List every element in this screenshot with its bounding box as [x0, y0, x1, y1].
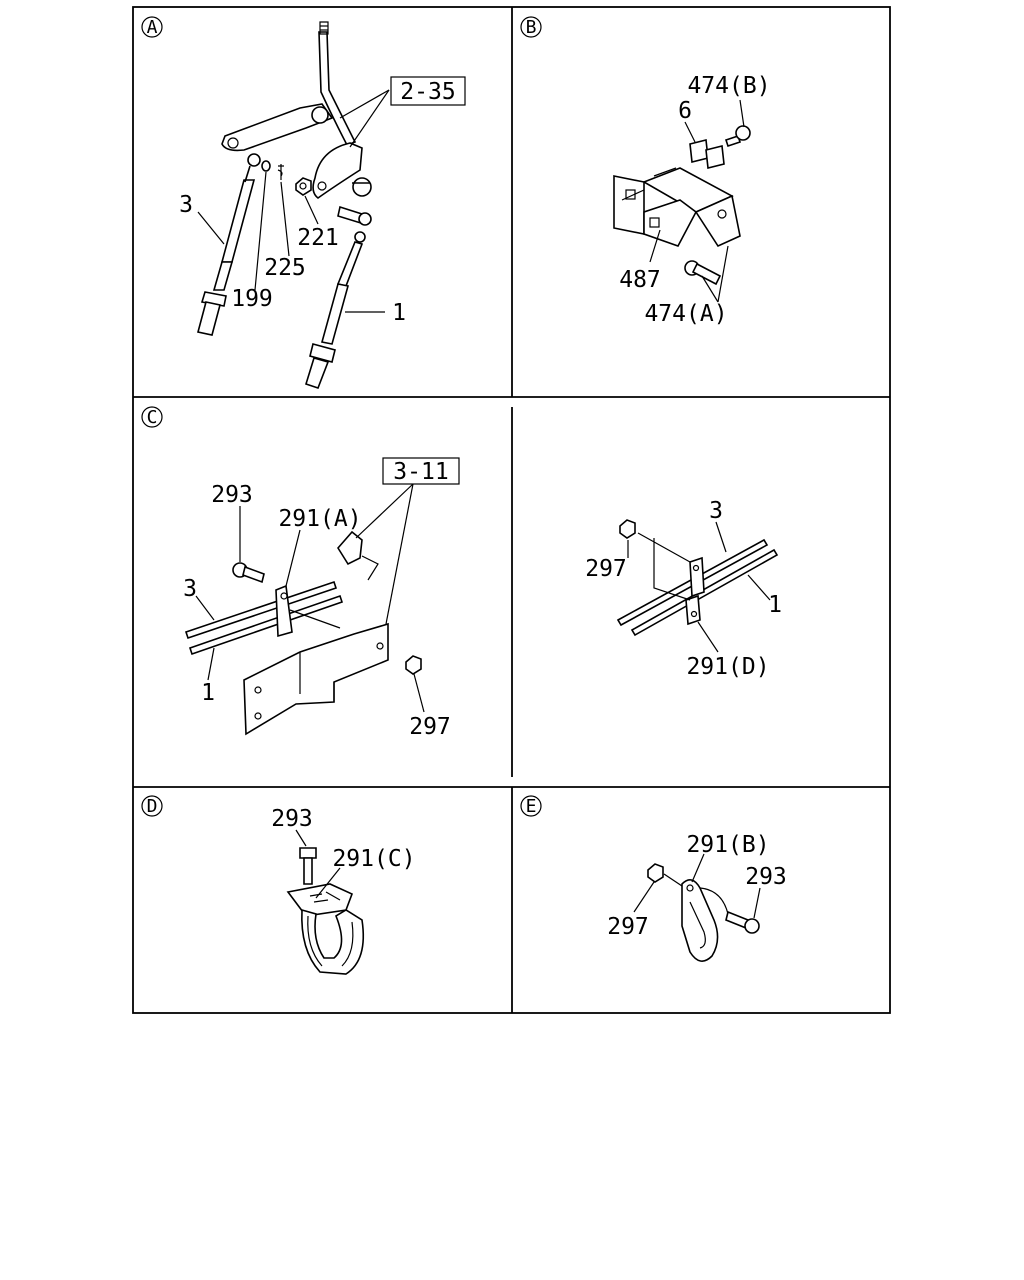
section-d-letter: D	[147, 796, 158, 817]
diagram-grid	[132, 6, 891, 1014]
label-291b: 291(B)	[686, 832, 769, 858]
leaders-c2	[627, 521, 771, 653]
label-c-297: 297	[409, 714, 451, 740]
label-6: 6	[678, 98, 692, 124]
label-291d: 291(D)	[686, 654, 769, 680]
bolt-474a	[684, 260, 722, 286]
small-parts-a	[261, 160, 312, 196]
leaders-e	[633, 853, 761, 919]
section-e-letter: E	[526, 796, 537, 817]
bolt-474b	[724, 125, 751, 148]
section-a-letter: A	[147, 17, 158, 38]
label-a-1: 1	[392, 300, 406, 326]
cable-3	[197, 153, 261, 336]
leaders-a	[197, 89, 390, 313]
clamp-291b	[681, 879, 729, 962]
labels-b: 474(B) 6 487 474(A)	[619, 73, 770, 327]
cable-1	[305, 231, 366, 390]
labels-e: 291(B) 293 297	[607, 832, 787, 940]
label-221: 221	[297, 225, 339, 251]
labels-c: 3-11 293 291(A) 3 1 297	[183, 457, 460, 740]
section-c-marker: C	[141, 406, 163, 428]
label-291c: 291(C)	[332, 846, 415, 872]
leaders-c	[195, 483, 425, 713]
bracket-487	[613, 167, 741, 248]
label-487: 487	[619, 267, 661, 293]
label-e-293: 293	[745, 864, 787, 890]
label-c-3: 3	[183, 576, 197, 602]
label-c2-3: 3	[709, 498, 723, 524]
section-c-letter: C	[147, 407, 158, 428]
label-291a: 291(A)	[278, 506, 361, 532]
section-b: B	[520, 16, 771, 327]
label-e-297: 297	[607, 914, 649, 940]
cable-pair-c	[184, 580, 344, 656]
label-c-293: 293	[211, 482, 253, 508]
section-a-marker: A	[141, 16, 163, 38]
label-c-1: 1	[201, 680, 215, 706]
labels-c2: 3 297 1 291(D)	[585, 498, 782, 680]
bracket-c	[243, 622, 389, 736]
label-474b: 474(B)	[687, 73, 770, 99]
label-d-293: 293	[271, 806, 313, 832]
section-e: E 291(B) 293 297	[520, 795, 787, 962]
label-3-11: 3-11	[393, 459, 448, 485]
section-b-letter: B	[526, 17, 537, 38]
clip-6	[689, 139, 725, 169]
section-c: C	[141, 406, 460, 740]
label-199: 199	[231, 286, 273, 312]
leaders-b	[621, 99, 745, 303]
clip-291d	[685, 556, 705, 626]
nut-297-e	[647, 863, 664, 883]
nut-297-c2	[619, 519, 636, 539]
section-d: D 293 291(C)	[141, 795, 416, 975]
section-d-marker: D	[141, 795, 163, 817]
label-474a: 474(A)	[644, 301, 727, 327]
section-c-detail: 3 297 1 291(D)	[585, 498, 782, 680]
clamp-291c	[286, 883, 365, 975]
label-2-35: 2-35	[400, 79, 455, 105]
label-c2-297: 297	[585, 556, 627, 582]
shift-lever	[221, 21, 372, 226]
clip-291a	[275, 530, 363, 638]
label-225: 225	[264, 255, 306, 281]
section-a: A	[141, 16, 466, 390]
bolt-293-e	[725, 910, 760, 934]
labels-d: 293 291(C)	[271, 806, 415, 872]
label-a-3: 3	[179, 192, 193, 218]
labels-a: 2-35 3 225 221 199 1	[179, 76, 466, 326]
bolt-293-c	[232, 562, 265, 584]
section-b-marker: B	[520, 16, 542, 38]
label-c2-1: 1	[768, 592, 782, 618]
section-e-marker: E	[520, 795, 542, 817]
leaders-d	[295, 829, 341, 899]
bolt-293-d	[299, 847, 317, 885]
nut-297-c	[405, 655, 422, 675]
